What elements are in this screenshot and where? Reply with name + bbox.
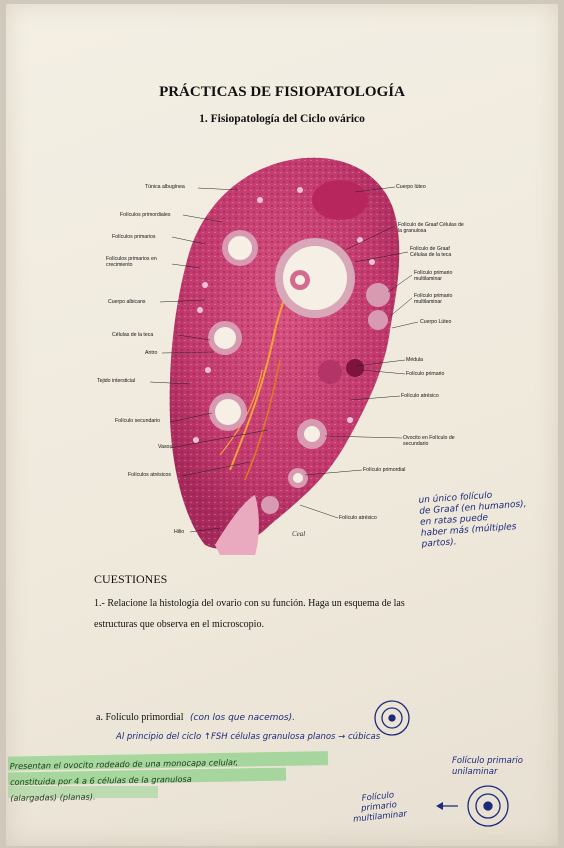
follicle-unilaminar-icon — [374, 700, 410, 736]
figure-signature: Ceal — [292, 530, 305, 538]
label-tunica-albuginea: Túnica albugínea — [145, 184, 185, 190]
label-cuerpo-luteo-2: Cuerpo Lúteo — [420, 319, 452, 325]
questions-heading: CUESTIONES — [94, 572, 168, 586]
label-cuerpo-albicans: Cuerpo albicans — [108, 299, 146, 305]
unilaminar-line: unilaminar — [452, 767, 498, 777]
label-antro: Antro — [145, 350, 158, 356]
label-foliculo-primario: Folículo primario — [406, 371, 445, 377]
label-graaf-teca: Folículo de Graaf Células de la teca — [410, 246, 452, 258]
label-medula: Médula — [406, 357, 424, 363]
label-foliculos-primordiales: Folículos primordiales — [120, 212, 171, 218]
label-foliculos-atresicos: Folículos atrésicos — [128, 472, 171, 478]
arrow-head-icon — [436, 802, 443, 810]
follicle-multilaminar-icon — [467, 785, 509, 827]
question-1: 1.- Relacione la histología del ovario c… — [94, 593, 454, 635]
label-cuerpo-luteo: Cuerpo lúteo — [396, 184, 426, 190]
item-a-handnote: (con los que nacemos). — [190, 713, 295, 723]
highlighter-stroke — [7, 767, 287, 786]
label-primario-multilaminar-2: Folículo primario multilaminar — [414, 293, 453, 305]
question-1-line: 1.- Relacione la histología del ovario c… — [94, 598, 405, 609]
label-celulas-teca: Células de la teca — [112, 332, 154, 338]
handwritten-fsh-line: Al principio del ciclo ↑FSH células gran… — [116, 732, 381, 742]
label-ovocito-secundario: Ovocito en Folículo de secundario — [403, 435, 455, 447]
document-title: PRÁCTICAS DE FISIOPATOLOGÍA — [159, 84, 405, 100]
item-a: a. Folículo primordial (con los que nace… — [96, 712, 295, 724]
document-subtitle: 1. Fisiopatología del Ciclo ovárico — [199, 113, 365, 125]
label-tejido-intersticial: Tejido intersticial — [97, 378, 136, 384]
label-foliculo-primordial: Folículo primordial — [363, 467, 406, 473]
label-foliculos-primarios-crecimiento: Folículos primarios en crecimiento — [106, 256, 157, 268]
label-hilio: Hilio — [174, 529, 185, 535]
label-foliculo-secundario: Folículo secundario — [115, 418, 160, 424]
label-primario-multilaminar-1: Folículo primario multilaminar — [414, 270, 453, 282]
label-vasos: Vasos — [158, 444, 173, 450]
handwritten-green-note: Presentan el ovocito rodeado de una mono… — [10, 754, 239, 806]
label-foliculo-atresico-2: Folículo atrésico — [339, 515, 377, 521]
label-foliculos-primarios: Folículos primarios — [112, 234, 156, 240]
item-a-label: a. Folículo primordial — [96, 712, 184, 723]
unilaminar-line: Folículo primario — [452, 756, 523, 766]
label-graaf-granulosa: Folículo de Graaf Células de la granulos… — [398, 222, 464, 234]
handwritten-unilaminar: Folículo primario unilaminar — [452, 756, 523, 778]
highlighter-stroke — [8, 786, 158, 798]
question-1-line: estructuras que observa en el microscopi… — [94, 619, 264, 630]
highlighter-stroke — [7, 751, 329, 771]
label-foliculo-atresico: Folículo atrésico — [401, 393, 439, 399]
handwritten-multilaminar: Folículo primario multilaminar — [351, 789, 408, 824]
